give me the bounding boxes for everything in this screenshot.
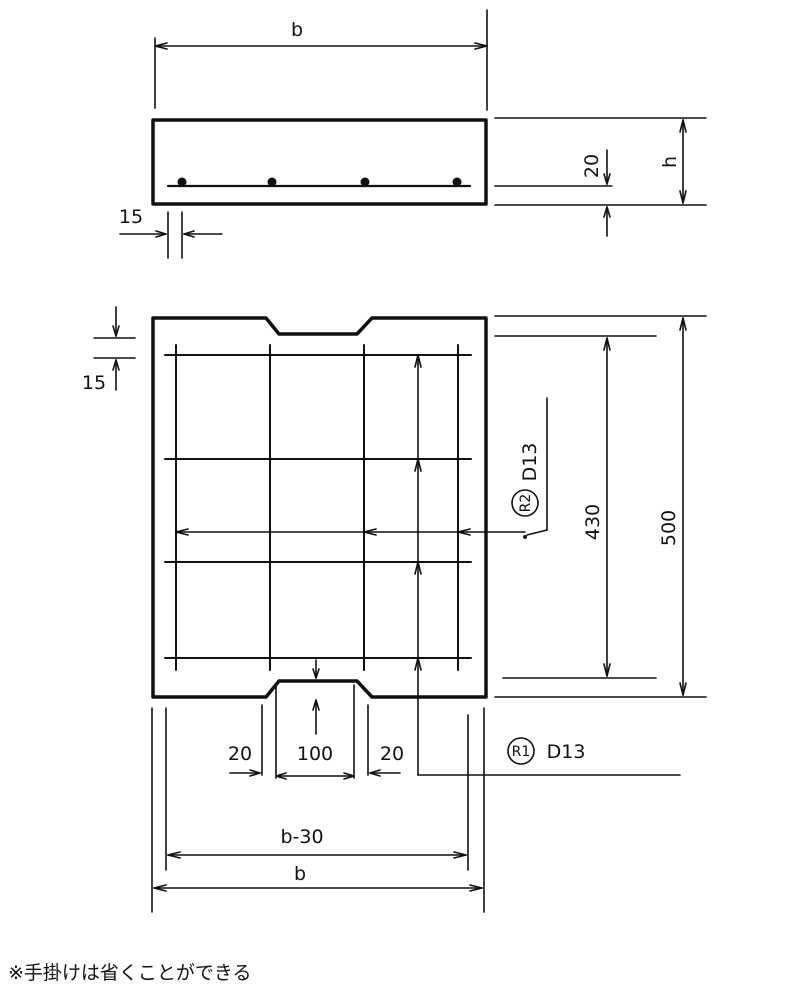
rebar-dot	[177, 177, 187, 187]
dim-430-label: 430	[582, 504, 604, 540]
slab-plan-outline	[151, 316, 488, 699]
top-b-label: b	[291, 19, 303, 41]
r2-size-label: D13	[519, 443, 541, 482]
r2-mark: R2	[518, 494, 534, 513]
plan-15-label: 15	[82, 372, 106, 394]
notch-100-label: 100	[297, 743, 333, 765]
dim-500-label: 500	[658, 510, 680, 546]
h-label: h	[659, 156, 681, 168]
rebar-dot	[360, 177, 370, 187]
r1-size-label: D13	[547, 741, 586, 763]
rebar-dot	[267, 177, 277, 187]
footnote: ※手掛けは省くことができる	[8, 962, 252, 984]
notch-left-20-label: 20	[228, 743, 252, 765]
cover-20-label: 20	[581, 154, 603, 178]
bottom-b-label: b	[294, 863, 306, 885]
section-view	[119, 9, 707, 259]
r1-mark: R1	[512, 744, 531, 760]
r1-mark-circle	[507, 737, 535, 765]
rebar-dot	[452, 177, 462, 187]
r2-mark-circle	[511, 489, 539, 517]
plan-view	[93, 306, 707, 913]
notch-right-20-label: 20	[380, 743, 404, 765]
top-15-label: 15	[119, 206, 143, 228]
b-30-label: b-30	[280, 826, 323, 848]
slab-section-outline	[151, 118, 488, 206]
